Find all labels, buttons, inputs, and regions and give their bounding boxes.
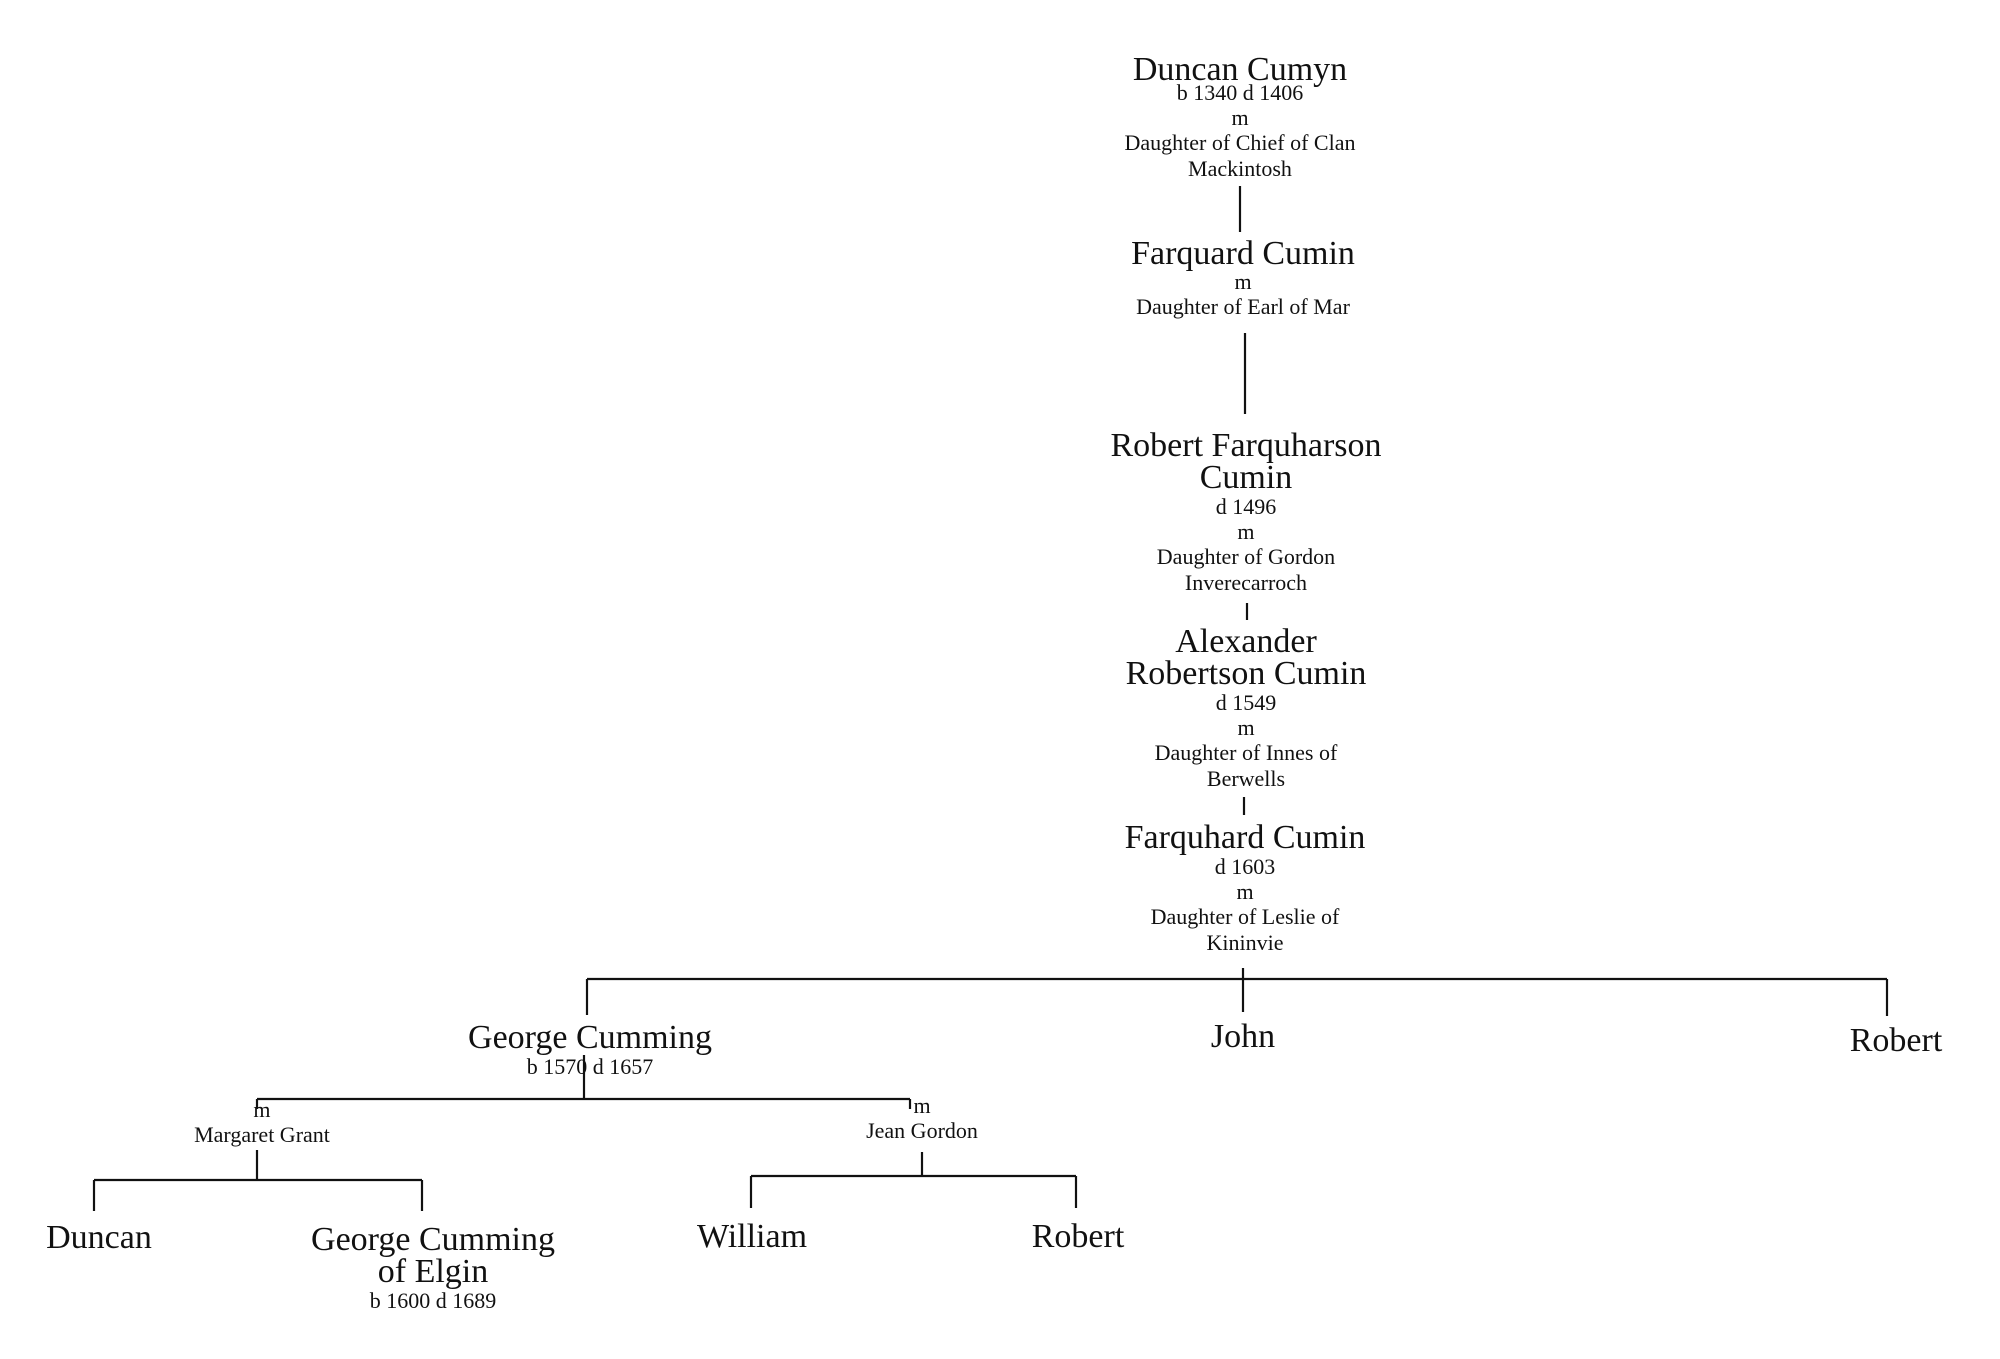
person-name: Farquhard Cumin: [1124, 819, 1366, 856]
marriage-marker: m: [1237, 715, 1255, 740]
spouse-line: Mackintosh: [1188, 156, 1292, 181]
person-farquhard-cumin: Farquhard Cumin d 1603 m Daughter of Les…: [1124, 819, 1366, 956]
marriage-marker: m: [1237, 519, 1255, 544]
spouse-name: Jean Gordon: [866, 1118, 978, 1143]
marriage-marker: m: [1231, 105, 1249, 130]
person-duncan: Duncan: [46, 1219, 152, 1256]
person-name: Robert: [1849, 1022, 1943, 1059]
spouse-name: Margaret Grant: [194, 1122, 330, 1147]
person-name: Robert: [1031, 1218, 1125, 1255]
person-robert-farquharson-cumin: Robert Farquharson Cumin d 1496 m Daught…: [1110, 427, 1382, 596]
person-name: William: [696, 1218, 808, 1255]
person-robert-son: Robert: [1849, 1022, 1943, 1059]
person-farquard-cumin: Farquard Cumin m Daughter of Earl of Mar: [1131, 235, 1355, 320]
person-name: Cumin: [1199, 459, 1293, 496]
person-name: Duncan: [46, 1219, 152, 1256]
person-dates: b 1340 d 1406: [1176, 80, 1304, 105]
person-name: George Cumming: [468, 1019, 712, 1056]
person-george-cumming-of-elgin: George Cumming of Elgin b 1600 d 1689: [311, 1221, 555, 1314]
spouse-line: Daughter of Leslie of: [1150, 904, 1340, 929]
person-name: John: [1210, 1018, 1276, 1055]
person-name: George Cumming: [311, 1221, 555, 1258]
person-dates: d 1549: [1215, 690, 1277, 715]
person-george-cumming: George Cumming b 1570 d 1657: [468, 1019, 712, 1080]
person-name: of Elgin: [377, 1253, 489, 1290]
spouse-line: Daughter of Innes of: [1154, 740, 1338, 765]
spouse-line: Daughter of Earl of Mar: [1136, 294, 1350, 319]
spouse-line: Daughter of Chief of Clan: [1124, 130, 1356, 155]
marriage-marker: m: [1236, 879, 1254, 904]
person-name: Alexander: [1175, 623, 1317, 660]
spouse-line: Inverecarroch: [1184, 570, 1308, 595]
person-john: John: [1210, 1018, 1276, 1055]
person-name: Duncan Cumyn: [1132, 51, 1348, 88]
spouse-line: Daughter of Gordon: [1156, 544, 1336, 569]
person-name: Farquard Cumin: [1131, 235, 1355, 272]
spouse-line: Berwells: [1206, 766, 1286, 791]
person-duncan-cumyn: Duncan Cumyn b 1340 d 1406 m Daughter of…: [1124, 51, 1356, 182]
person-dates: d 1603: [1214, 854, 1276, 879]
person-name: Robert Farquharson: [1110, 427, 1382, 464]
marriage-marker: m: [253, 1097, 271, 1122]
marriage-marker: m: [1234, 269, 1252, 294]
person-robert-grandson: Robert: [1031, 1218, 1125, 1255]
person-dates: b 1570 d 1657: [526, 1054, 654, 1079]
person-name: Robertson Cumin: [1125, 655, 1367, 692]
spouse-line: Kininvie: [1206, 930, 1284, 955]
marriage-marker: m: [913, 1093, 931, 1118]
person-alexander-robertson-cumin: Alexander Robertson Cumin d 1549 m Daugh…: [1125, 623, 1367, 792]
person-dates: b 1600 d 1689: [369, 1288, 497, 1313]
person-william: William: [696, 1218, 808, 1255]
person-dates: d 1496: [1215, 494, 1277, 519]
spouse-margaret-grant: m Margaret Grant: [194, 1098, 330, 1148]
spouse-jean-gordon: m Jean Gordon: [866, 1094, 978, 1144]
